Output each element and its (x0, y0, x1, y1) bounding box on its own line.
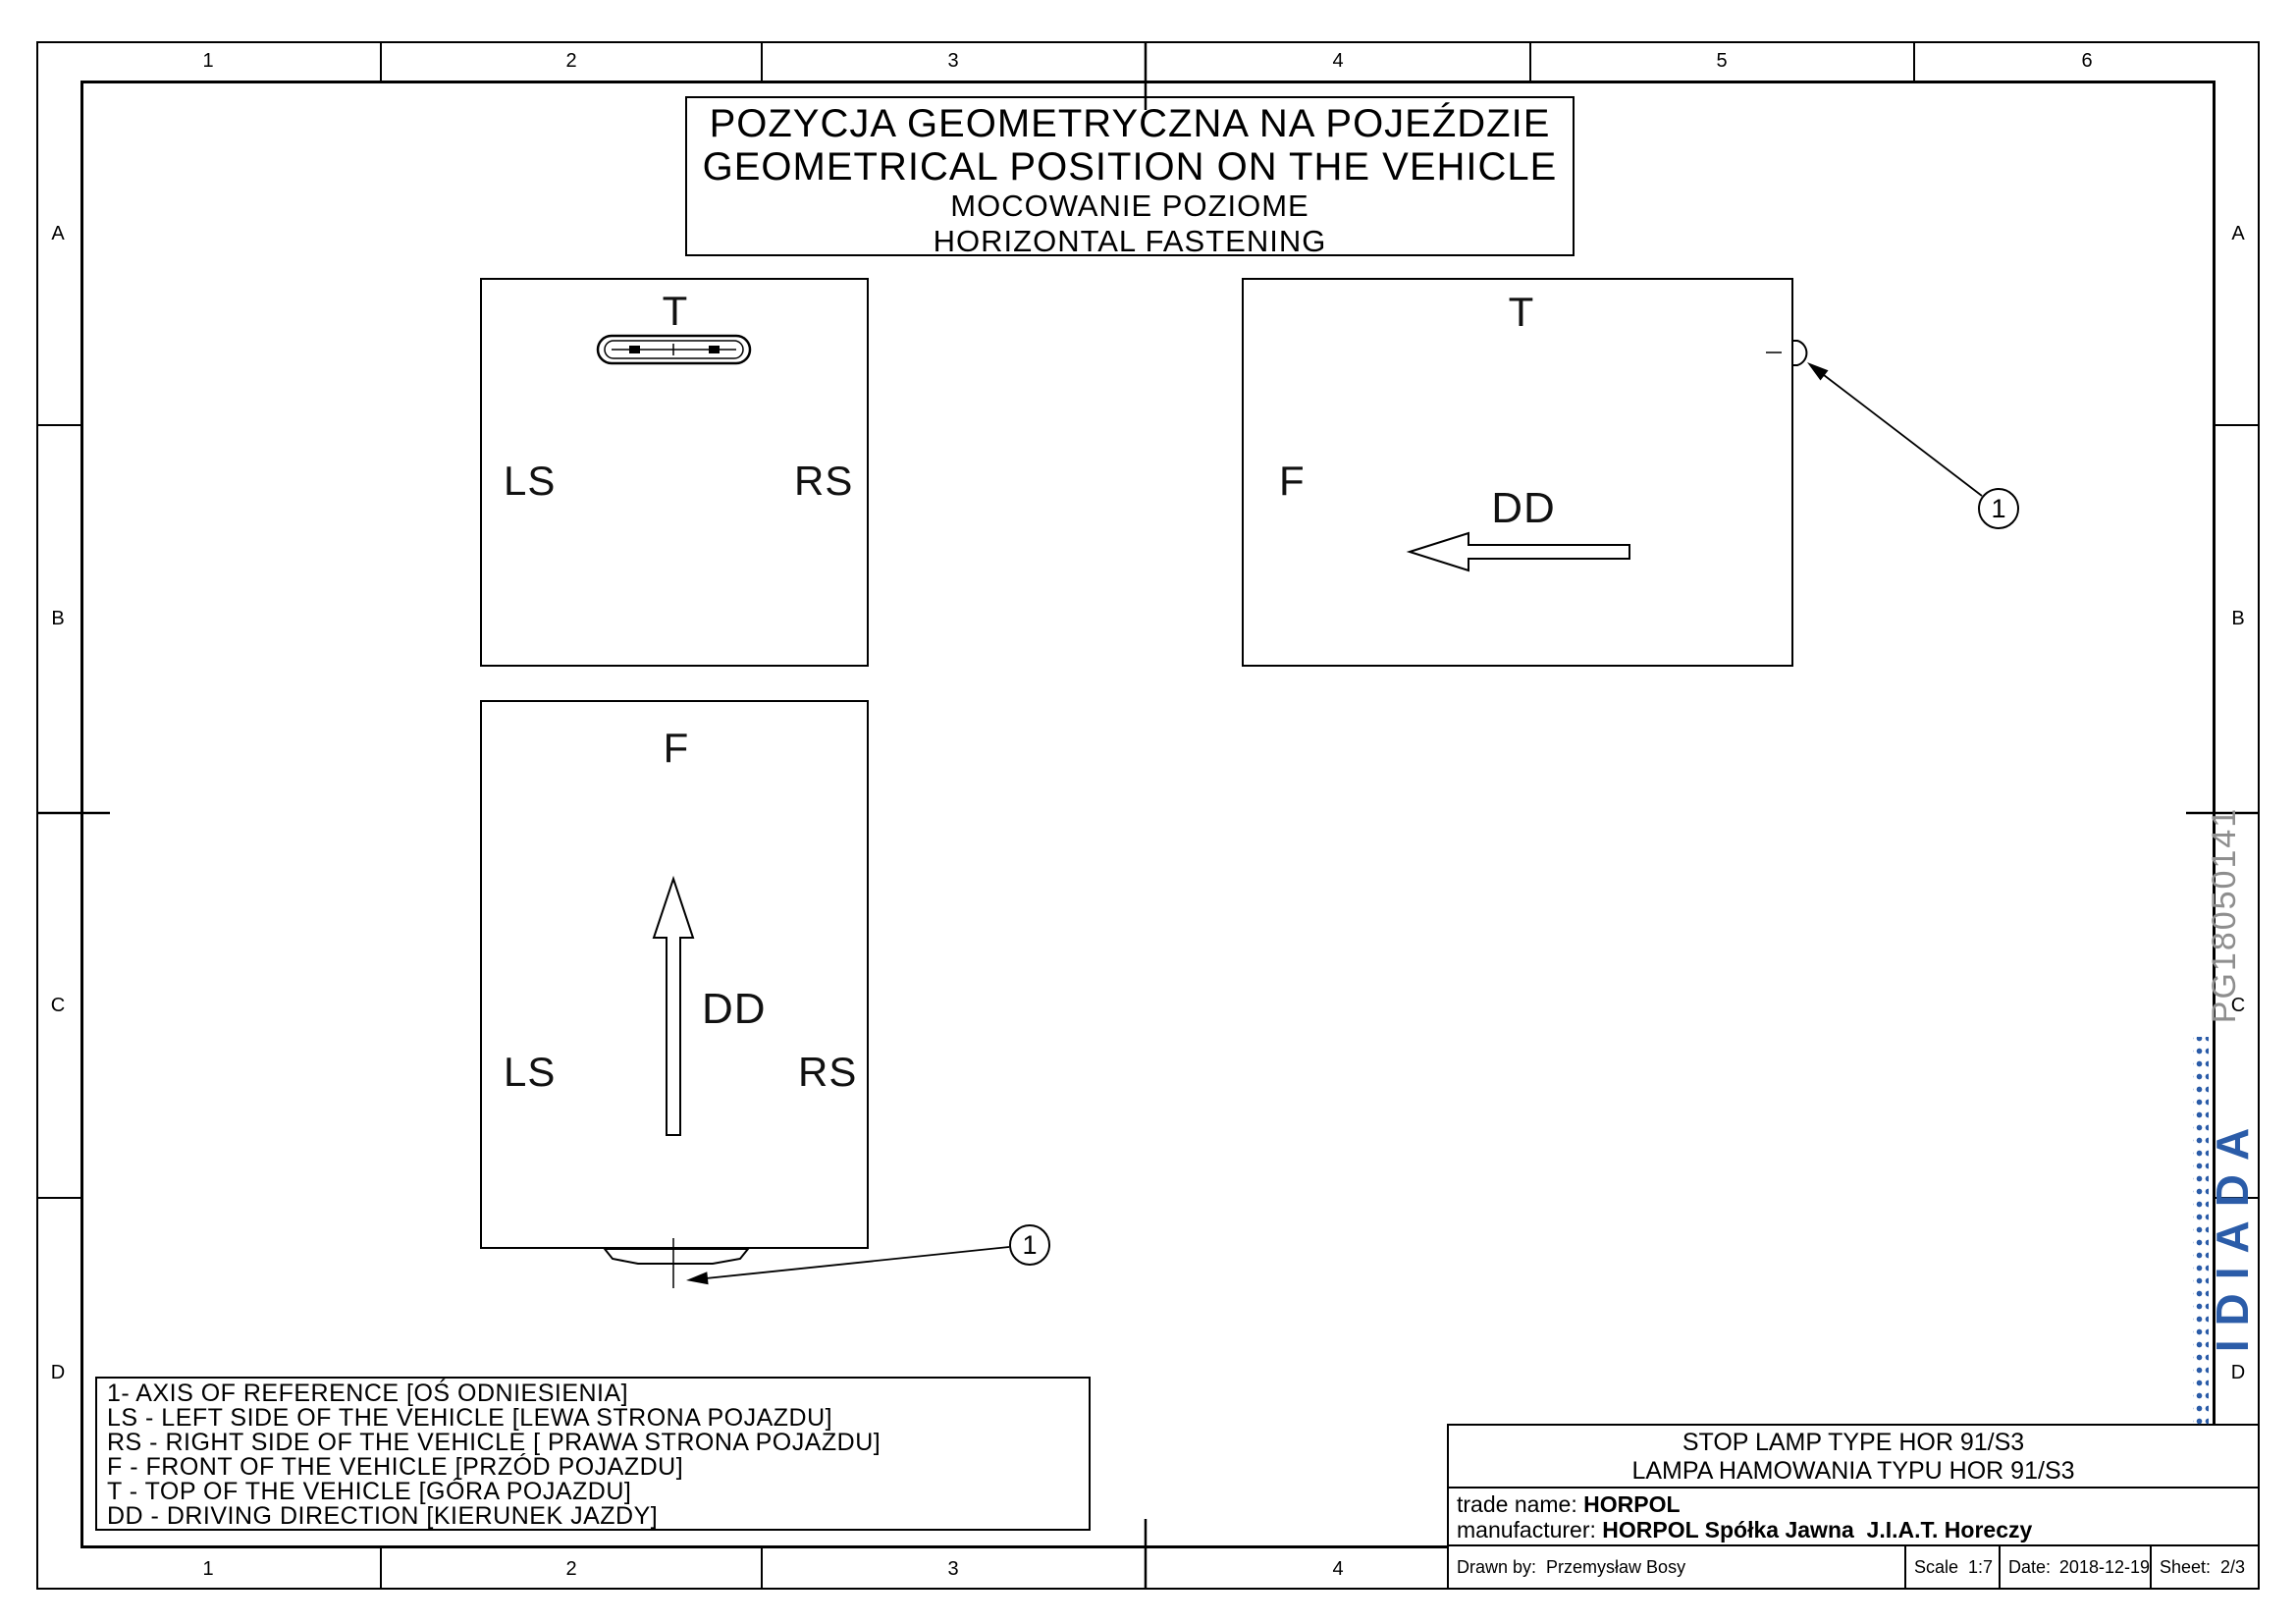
legend-top: T - TOP OF THE VEHICLE [GÓRA POJAZDU] (107, 1477, 632, 1505)
side-view-f-label: F (1279, 458, 1306, 504)
drawn-by-label: Drawn by: (1457, 1556, 1537, 1577)
drawn-by-cell: Drawn by: Przemysław Bosy (1449, 1546, 1906, 1588)
title-polish: POZYCJA GEOMETRYCZNA NA POJEŹDZIE (709, 102, 1551, 145)
zone-col-1-bottom: 1 (202, 1558, 214, 1580)
title-block-product: STOP LAMP TYPE HOR 91/S3 LAMPA HAMOWANIA… (1449, 1426, 2258, 1489)
zone-row-c-right: C (2230, 995, 2246, 1016)
idiada-logo-text: IDIADA (2207, 1113, 2258, 1353)
zone-row-b-right: B (2231, 608, 2245, 629)
zone-row-a-left: A (51, 223, 65, 244)
view-top: T LS RS (480, 278, 869, 667)
zone-col-3-bottom: 3 (947, 1558, 959, 1580)
scale-cell: Scale 1:7 (1906, 1546, 2001, 1588)
zone-col-4-top: 4 (1332, 50, 1344, 72)
top-view-t-label: T (662, 288, 689, 334)
date-label: Date: (2008, 1556, 2052, 1577)
date-cell: Date: 2018-12-19 (2001, 1546, 2152, 1588)
drawn-by-value: Przemysław Bosy (1546, 1556, 1686, 1577)
trade-name-row: trade name: HORPOL (1457, 1491, 2258, 1517)
scale-value: 1:7 (1968, 1556, 1994, 1577)
subtitle-english: HORIZONTAL FASTENING (933, 224, 1327, 258)
balloon-axis-reference-front: 1 (1009, 1224, 1050, 1266)
title-block-bottom-row: Drawn by: Przemysław Bosy Scale 1:7 Date: 2… (1449, 1546, 2258, 1588)
zone-col-5-top: 5 (1716, 50, 1728, 72)
zone-row-d-right: D (2230, 1362, 2246, 1383)
top-view-rs-label: RS (794, 458, 854, 504)
view-side: T F DD (1242, 278, 1793, 667)
balloon-axis-reference-side: 1 (1978, 488, 2019, 529)
side-view-dd-label: DD (1491, 484, 1556, 532)
outer-frame (36, 41, 2260, 1590)
legend-left-side: LS - LEFT SIDE OF THE VEHICLE [LEWA STRO… (107, 1403, 833, 1432)
zone-col-1-top: 1 (202, 50, 214, 72)
balloon-number: 1 (1022, 1229, 1038, 1260)
legend-driving-direction: DD - DRIVING DIRECTION [KIERUNEK JAZDY] (107, 1501, 659, 1530)
product-name-english: STOP LAMP TYPE HOR 91/S3 (1682, 1429, 2025, 1456)
sheet-label: Sheet: (2160, 1556, 2212, 1577)
front-view-rs-label: RS (798, 1049, 858, 1095)
inner-frame (80, 81, 2216, 1548)
legend-box: 1- AXIS OF REFERENCE [OŚ ODNIESIENIA] LS… (95, 1377, 1091, 1531)
sheet-cell: Sheet: 2/3 (2152, 1546, 2258, 1588)
front-view-f-label: F (663, 725, 690, 771)
zone-col-6-top: 6 (2081, 50, 2093, 72)
date-value: 2018-12-19 (2058, 1556, 2150, 1577)
title-english: GEOMETRICAL POSITION ON THE VEHICLE (702, 145, 1558, 189)
drawing-title-box: POZYCJA GEOMETRYCZNA NA POJEŹDZIE GEOMET… (685, 96, 1575, 258)
front-view-dd-label: DD (702, 985, 767, 1033)
balloon-number: 1 (1991, 493, 2006, 523)
idiada-logo: IDIADA (2193, 1037, 2258, 1430)
manufacturer-label: manufacturer: (1457, 1517, 1596, 1543)
zone-row-a-right: A (2231, 223, 2245, 244)
front-view-ls-label: LS (504, 1049, 557, 1095)
title-block: STOP LAMP TYPE HOR 91/S3 LAMPA HAMOWANIA… (1447, 1424, 2260, 1590)
zone-row-d-left: D (50, 1362, 66, 1383)
drawing-number: PG18050141 (2206, 806, 2243, 1024)
view-front: F DD LS RS (480, 700, 869, 1249)
title-block-names: trade name: HORPOL manufacturer: HORPOL … (1449, 1489, 2258, 1546)
top-view-ls-label: LS (504, 458, 557, 504)
product-name-polish: LAMPA HAMOWANIA TYPU HOR 91/S3 (1631, 1457, 2075, 1485)
zone-col-4-bottom: 4 (1332, 1558, 1344, 1580)
scale-label: Scale (1914, 1556, 1959, 1577)
legend-front: F - FRONT OF THE VEHICLE [PRZÓD POJAZDU] (107, 1452, 684, 1481)
zone-col-2-top: 2 (565, 50, 577, 72)
sheet-value: 2/3 (2220, 1556, 2246, 1577)
side-view-t-label: T (1508, 289, 1535, 335)
legend-axis-of-reference: 1- AXIS OF REFERENCE [OŚ ODNIESIENIA] (107, 1380, 629, 1407)
trade-name-value: HORPOL (1583, 1491, 1681, 1517)
manufacturer-value: HORPOL Spółka Jawna J.I.A.T. Horeczy (1602, 1517, 2033, 1543)
trade-name-label: trade name: (1457, 1491, 1577, 1517)
manufacturer-row: manufacturer: HORPOL Spółka Jawna J.I.A.… (1457, 1517, 2258, 1543)
zone-col-3-top: 3 (947, 50, 959, 72)
zone-row-c-left: C (50, 995, 66, 1016)
subtitle-polish: MOCOWANIE POZIOME (950, 189, 1309, 223)
legend-right-side: RS - RIGHT SIDE OF THE VEHICLE [ PRAWA S… (107, 1428, 881, 1456)
zone-row-b-left: B (51, 608, 65, 629)
zone-col-2-bottom: 2 (565, 1558, 577, 1580)
